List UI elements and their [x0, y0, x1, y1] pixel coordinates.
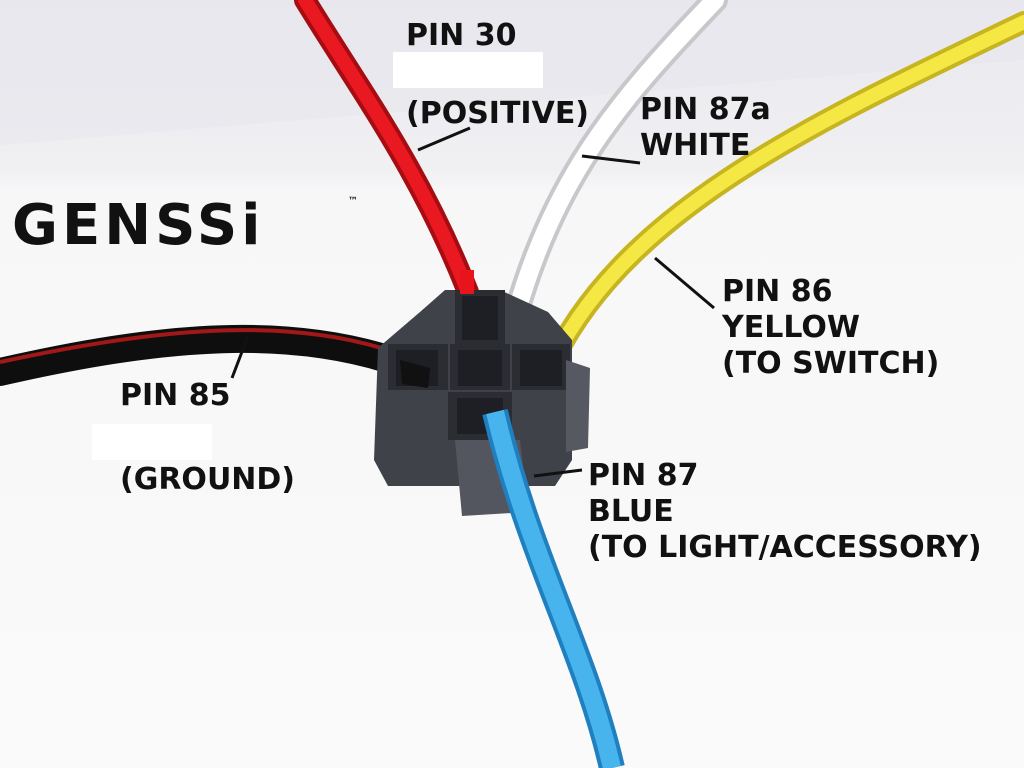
pin85-note: (GROUND) [120, 462, 296, 497]
black-wire-red-stripe [0, 328, 421, 364]
label-pin87a: PIN 87a WHITE [640, 92, 771, 164]
label-pin85-note: (GROUND) [120, 462, 295, 498]
label-pin86: PIN 86 YELLOW (TO SWITCH) [722, 274, 939, 382]
label-pointers [230, 126, 715, 478]
pin87a-color: WHITE [640, 128, 751, 163]
red-wire-end [460, 270, 474, 294]
trademark-symbol: ™ [348, 196, 358, 207]
redacted-color-box-pin85 [92, 424, 212, 460]
pin86-title: PIN 86 [722, 274, 833, 309]
pin30-title: PIN 30 [406, 18, 517, 53]
pin87-note: (TO LIGHT/ACCESSORY) [588, 530, 982, 565]
red-wire-highlight [298, 0, 475, 299]
label-pin87: PIN 87 BLUE (TO LIGHT/ACCESSORY) [588, 458, 982, 566]
redacted-color-box-pin30 [393, 52, 543, 88]
pin85-title: PIN 85 [120, 378, 231, 413]
pin86-note: (TO SWITCH) [722, 346, 940, 381]
label-pin30-note: (POSITIVE) [406, 96, 589, 132]
label-pin30: PIN 30 [406, 18, 516, 54]
yellow-wire-highlight [541, 15, 1024, 379]
pin86-color: YELLOW [722, 310, 860, 345]
blue-wire-highlight [486, 409, 621, 768]
pin87-color: BLUE [588, 494, 674, 529]
pin87-title: PIN 87 [588, 458, 699, 493]
black-wire [0, 324, 442, 388]
black-wire-end [400, 360, 430, 388]
label-pin85: PIN 85 [120, 378, 230, 414]
genssi-logo: GENSSi [12, 193, 265, 258]
pin87a-title: PIN 87a [640, 92, 771, 127]
pin30-note: (POSITIVE) [406, 96, 590, 131]
